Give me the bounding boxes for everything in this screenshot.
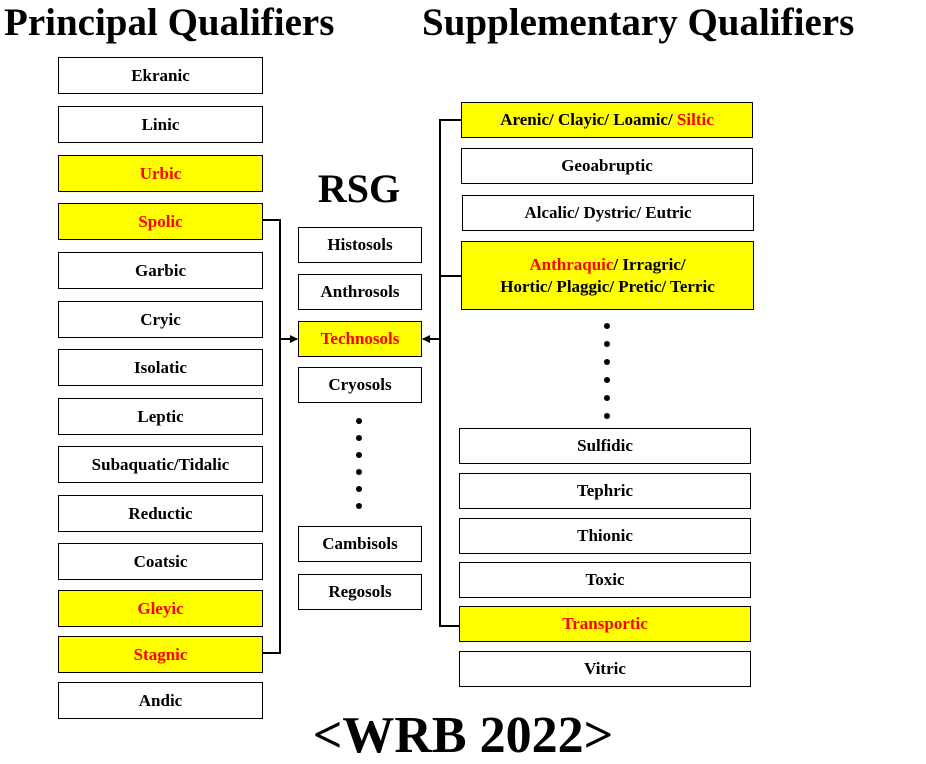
rsg-label: Regosols: [328, 582, 392, 601]
principal-label: Gleyic: [137, 598, 184, 618]
rsg-label: Technosols: [320, 329, 400, 348]
principal-box-ekranic: Ekranic: [58, 57, 263, 94]
principal-label: Linic: [141, 114, 180, 134]
supplementary-ellipsis-dot: [604, 341, 610, 347]
principal-box-isolatic: Isolatic: [58, 349, 263, 386]
wrb-footer-title: <WRB 2022>: [312, 707, 614, 764]
principal-qualifiers-heading: Principal Qualifiers: [4, 1, 335, 44]
principal-label: Cryic: [140, 309, 181, 329]
rsg-ellipsis-dot: [356, 486, 362, 492]
rsg-label: Cambisols: [322, 534, 398, 553]
rsg-ellipsis-dot: [356, 503, 362, 509]
rsg-box-cryosols: Cryosols: [298, 367, 422, 403]
supplementary-box-vitric: Vitric: [459, 651, 751, 687]
supplementary-box-alcalic-dystric-eutric: Alcalic/ Dystric/ Eutric: [462, 195, 754, 231]
principal-label: Isolatic: [134, 357, 187, 377]
principal-bracket-line: [263, 219, 281, 654]
rsg-ellipsis-dot: [356, 469, 362, 475]
principal-box-reductic: Reductic: [58, 495, 263, 532]
supplementary-label-segment: Arenic/ Clayic/ Loamic/: [500, 110, 677, 129]
rsg-ellipsis-dot: [356, 435, 362, 441]
principal-box-andic: Andic: [58, 682, 263, 719]
supplementary-box-tephric: Tephric: [459, 473, 751, 509]
supplementary-box-arenic-clayic-loamic-siltic: Arenic/ Clayic/ Loamic/ Siltic: [461, 102, 753, 138]
supplementary-label-segment: / Irragric/: [613, 254, 686, 274]
rsg-box-cambisols: Cambisols: [298, 526, 422, 562]
supplementary-box-thionic: Thionic: [459, 518, 751, 554]
supplementary-bracket-line: [439, 119, 461, 627]
supplementary-ellipsis-dot: [604, 395, 610, 401]
rsg-box-technosols: Technosols: [298, 321, 422, 357]
principal-box-cryic: Cryic: [58, 301, 263, 338]
rsg-label: Cryosols: [328, 375, 392, 394]
rsg-box-anthrosols: Anthrosols: [298, 274, 422, 310]
supplementary-label-line: Arenic/ Clayic/ Loamic/ Siltic: [500, 109, 714, 131]
supplementary-label-line: Anthraquic/ Irragric/: [529, 254, 685, 276]
principal-label: Coatsic: [133, 551, 188, 571]
rsg-ellipsis-dot: [356, 418, 362, 424]
principal-box-spolic: Spolic: [58, 203, 263, 240]
rsg-label: Histosols: [327, 235, 393, 254]
supplementary-box-transportic: Transportic: [459, 606, 751, 642]
principal-label: Stagnic: [133, 644, 188, 664]
supplementary-qualifiers-heading: Supplementary Qualifiers: [422, 1, 855, 44]
principal-label: Subaquatic/Tidalic: [91, 454, 230, 474]
principal-label: Reductic: [128, 503, 193, 523]
principal-box-gleyic: Gleyic: [58, 590, 263, 627]
principal-box-stagnic: Stagnic: [58, 636, 263, 673]
rsg-box-regosols: Regosols: [298, 574, 422, 610]
supplementary-ellipsis-dot: [604, 377, 610, 383]
principal-label: Andic: [138, 690, 183, 710]
supplementary-box-toxic: Toxic: [459, 562, 751, 598]
principal-label: Garbic: [135, 260, 186, 280]
supplementary-label-segment: Geoabruptic: [561, 156, 653, 175]
supplementary-label-segment: Siltic: [676, 110, 714, 129]
principal-label: Spolic: [138, 211, 183, 231]
supplementary-label-segment: Anthraquic: [529, 254, 614, 274]
supplementary-label-segment: Alcalic/ Dystric/ Eutric: [524, 203, 692, 222]
supplementary-label-line: Hortic/ Plaggic/ Pretic/ Terric: [500, 276, 714, 298]
principal-box-garbic: Garbic: [58, 252, 263, 289]
principal-label: Urbic: [139, 163, 182, 183]
rsg-box-histosols: Histosols: [298, 227, 422, 263]
rsg-heading: RSG: [317, 166, 401, 211]
principal-box-coatsic: Coatsic: [58, 543, 263, 580]
principal-label: Leptic: [137, 406, 184, 426]
supplementary-label: Thionic: [577, 526, 633, 545]
principal-box-subaquatic-tidalic: Subaquatic/Tidalic: [58, 446, 263, 483]
supplementary-label: Tephric: [576, 481, 634, 500]
supplementary-box-anthraquic-irragric-hortic-plaggic-pretic-terric: Anthraquic/ Irragric/Hortic/ Plaggic/ Pr…: [461, 241, 754, 310]
principal-box-leptic: Leptic: [58, 398, 263, 435]
supplementary-ellipsis-dot: [604, 359, 610, 365]
supplementary-box-geoabruptic: Geoabruptic: [461, 148, 753, 184]
principal-box-urbic: Urbic: [58, 155, 263, 192]
supplementary-label: Vitric: [584, 659, 626, 678]
rsg-ellipsis-dot: [356, 452, 362, 458]
supplementary-label-line: Geoabruptic: [561, 155, 653, 177]
principal-label: Ekranic: [131, 65, 190, 85]
supplementary-ellipsis-dot: [604, 323, 610, 329]
supplementary-label: Sulfidic: [577, 436, 633, 455]
supplementary-label-segment: Hortic/ Plaggic/ Pretic/ Terric: [500, 276, 715, 296]
supplementary-label: Transportic: [562, 614, 648, 633]
principal-box-linic: Linic: [58, 106, 263, 143]
supplementary-label: Toxic: [585, 570, 625, 589]
rsg-label: Anthrosols: [320, 282, 400, 301]
supplementary-label-line: Alcalic/ Dystric/ Eutric: [524, 202, 691, 224]
supplementary-box-sulfidic: Sulfidic: [459, 428, 751, 464]
supplementary-ellipsis-dot: [604, 413, 610, 419]
